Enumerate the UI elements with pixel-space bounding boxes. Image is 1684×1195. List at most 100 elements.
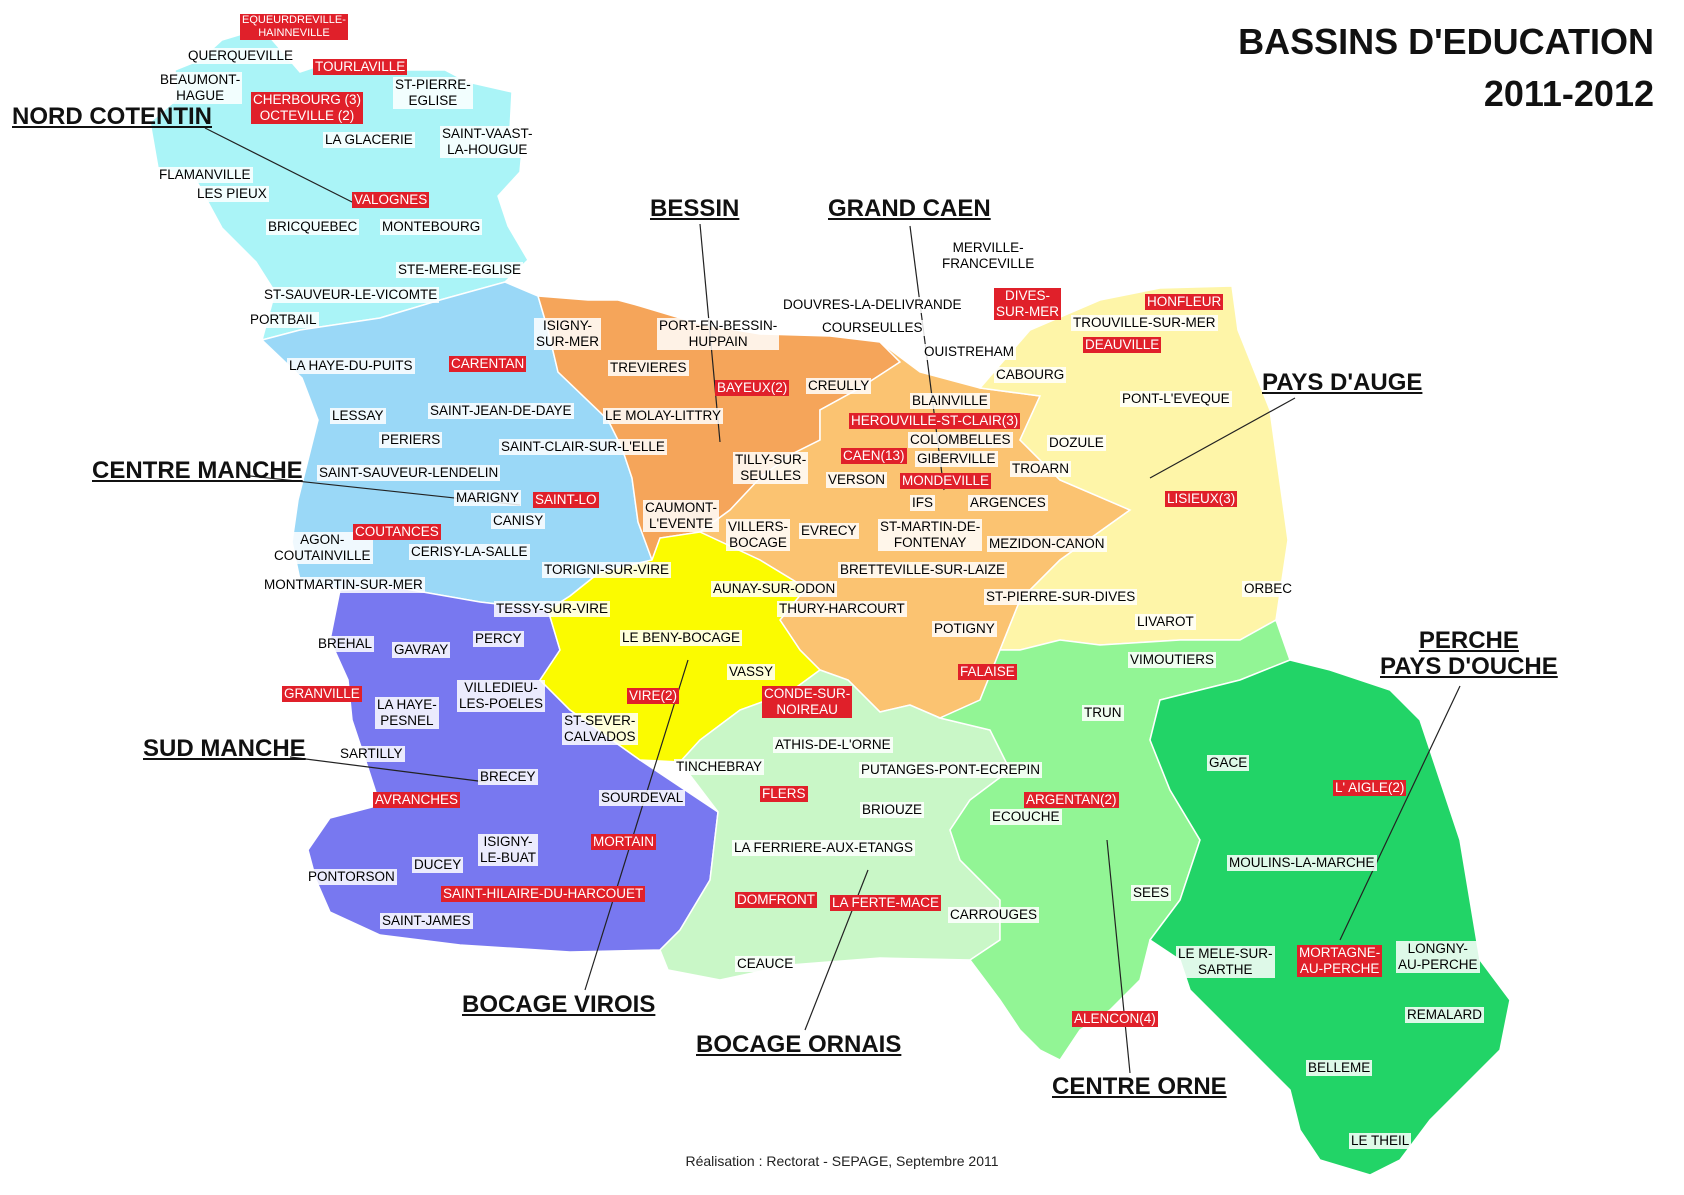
town-label: MOULINS-LA-MARCHE — [1227, 855, 1377, 872]
town-label: VASSY — [727, 664, 776, 681]
town-label: SAINT-SAUVEUR-LENDELIN — [317, 465, 501, 482]
town-label: BEAUMONT- HAGUE — [158, 72, 243, 105]
town-label: EVRECY — [799, 523, 859, 540]
town-label: ISIGNY- LE-BUAT — [478, 834, 539, 867]
town-label: SAINT-VAAST- LA-HOUGUE — [440, 126, 535, 159]
town-label: FLERS — [760, 786, 808, 803]
town-label: CHERBOURG (3) OCTEVILLE (2) — [251, 92, 364, 125]
town-label: SEES — [1131, 885, 1172, 902]
town-label: ALENCON(4) — [1072, 1011, 1158, 1028]
town-label: AVRANCHES — [373, 792, 461, 809]
town-label: BRIOUZE — [860, 802, 925, 819]
town-label: CREULLY — [806, 378, 872, 395]
town-label: PORTBAIL — [248, 312, 319, 329]
town-label: BRETTEVILLE-SUR-LAIZE — [838, 562, 1008, 579]
town-label: TILLY-SUR- SEULLES — [733, 452, 809, 485]
town-label: TOURLAVILLE — [313, 59, 408, 76]
bassin-bessin: BESSIN — [650, 195, 740, 222]
town-label: ST-PIERRE- EGLISE — [393, 77, 473, 110]
town-label: COURSEULLES — [820, 320, 925, 337]
town-label: CABOURG — [994, 367, 1067, 384]
town-label: GAVRAY — [392, 642, 451, 659]
town-label: MORTAGNE- AU-PERCHE — [1297, 945, 1383, 978]
leader-pays-auge — [1149, 397, 1296, 479]
town-label: LA HAYE- PESNEL — [375, 697, 439, 730]
town-label: EQUEURDREVILLE- HAINNEVILLE — [240, 14, 348, 41]
town-label: CONDE-SUR- NOIREAU — [762, 686, 853, 719]
town-label: LISIEUX(3) — [1165, 491, 1238, 508]
town-label: COLOMBELLES — [908, 432, 1013, 449]
town-label: TORIGNI-SUR-VIRE — [542, 562, 672, 579]
town-label: LE MELE-SUR- SARTHE — [1176, 946, 1275, 979]
town-label: ISIGNY- SUR-MER — [534, 318, 601, 351]
town-label: LA FERTE-MACE — [830, 895, 942, 912]
town-label: STE-MERE-EGLISE — [396, 262, 524, 279]
town-label: LES PIEUX — [195, 186, 269, 203]
town-label: VALOGNES — [352, 192, 430, 209]
town-label: SAINT-HILAIRE-DU-HARCOUET — [441, 886, 646, 903]
town-label: HEROUVILLE-ST-CLAIR(3) — [849, 413, 1021, 430]
town-label: SAINT-CLAIR-SUR-L'ELLE — [499, 439, 667, 456]
town-label: SAINT-JAMES — [380, 913, 473, 930]
town-label: GACE — [1207, 755, 1250, 772]
town-label: PORT-EN-BESSIN- HUPPAIN — [657, 318, 780, 351]
town-label: AGON- COUTAINVILLE — [272, 532, 373, 565]
town-label: PUTANGES-PONT-ECREPIN — [859, 762, 1043, 779]
town-label: PERIERS — [379, 432, 443, 449]
town-label: OUISTREHAM — [922, 344, 1017, 361]
town-label: GIBERVILLE — [915, 451, 998, 468]
town-label: CARENTAN — [449, 356, 527, 373]
bassin-centre-manche: CENTRE MANCHE — [92, 457, 303, 484]
town-label: ECOUCHE — [990, 809, 1062, 826]
town-label: LE MOLAY-LITTRY — [603, 408, 724, 425]
town-label: AUNAY-SUR-ODON — [711, 581, 838, 598]
town-label: GRANVILLE — [282, 686, 362, 703]
bassin-pays-auge: PAYS D'AUGE — [1262, 369, 1423, 396]
bassin-centre-orne: CENTRE ORNE — [1052, 1073, 1227, 1100]
town-label: SAINT-LO — [533, 492, 599, 509]
town-label: BELLEME — [1306, 1060, 1373, 1077]
town-label: MERVILLE- FRANCEVILLE — [940, 240, 1037, 273]
town-label: HONFLEUR — [1145, 294, 1224, 311]
town-label: SOURDEVAL — [599, 790, 686, 807]
town-label: ORBEC — [1242, 581, 1295, 598]
town-label: FLAMANVILLE — [157, 167, 253, 184]
town-label: ST-PIERRE-SUR-DIVES — [984, 589, 1138, 606]
town-label: COUTANCES — [353, 524, 441, 541]
leader-perche — [1339, 685, 1461, 941]
town-label: BRECEY — [478, 769, 538, 786]
leader-bocage-virois — [584, 659, 689, 991]
town-label: LIVAROT — [1135, 614, 1196, 631]
town-label: ST-MARTIN-DE- FONTENAY — [878, 519, 983, 552]
town-label: LE BENY-BOCAGE — [620, 630, 743, 647]
town-label: DEAUVILLE — [1083, 337, 1162, 354]
town-label: TROARN — [1010, 461, 1071, 478]
town-label: CAUMONT- L'EVENTE — [643, 500, 719, 533]
town-label: BREHAL — [316, 636, 375, 653]
town-label: SARTILLY — [338, 746, 405, 763]
town-label: LONGNY- AU-PERCHE — [1396, 941, 1480, 974]
credit-line: Réalisation : Rectorat - SEPAGE, Septemb… — [685, 1153, 999, 1169]
region-centre-orne — [937, 618, 1291, 1061]
town-label: MONDEVILLE — [900, 473, 992, 490]
town-label: LE THEIL — [1349, 1133, 1412, 1150]
region-perche-pays-ouche — [1148, 659, 1511, 1176]
town-label: ST-SEVER- CALVADOS — [562, 713, 638, 746]
town-label: TREVIERES — [608, 360, 689, 377]
town-label: LA FERRIERE-AUX-ETANGS — [732, 840, 916, 857]
town-label: MEZIDON-CANON — [987, 536, 1107, 553]
town-label: THURY-HARCOURT — [777, 601, 907, 618]
town-label: ST-SAUVEUR-LE-VICOMTE — [262, 287, 440, 304]
town-label: DIVES- SUR-MER — [994, 288, 1061, 321]
town-label: TESSY-SUR-VIRE — [494, 601, 611, 618]
town-label: MORTAIN — [591, 834, 657, 851]
town-label: BRICQUEBEC — [266, 219, 360, 236]
bassin-grand-caen: GRAND CAEN — [828, 195, 991, 222]
town-label: LA GLACERIE — [323, 132, 415, 149]
town-label: BAYEUX(2) — [715, 380, 790, 397]
town-label: MONTEBOURG — [380, 219, 483, 236]
town-label: CAEN(13) — [841, 448, 907, 465]
bassin-perche-pays-ouche: PERCHE PAYS D'OUCHE — [1380, 627, 1558, 681]
town-label: VERSON — [826, 472, 888, 489]
town-label: DUCEY — [412, 857, 464, 874]
